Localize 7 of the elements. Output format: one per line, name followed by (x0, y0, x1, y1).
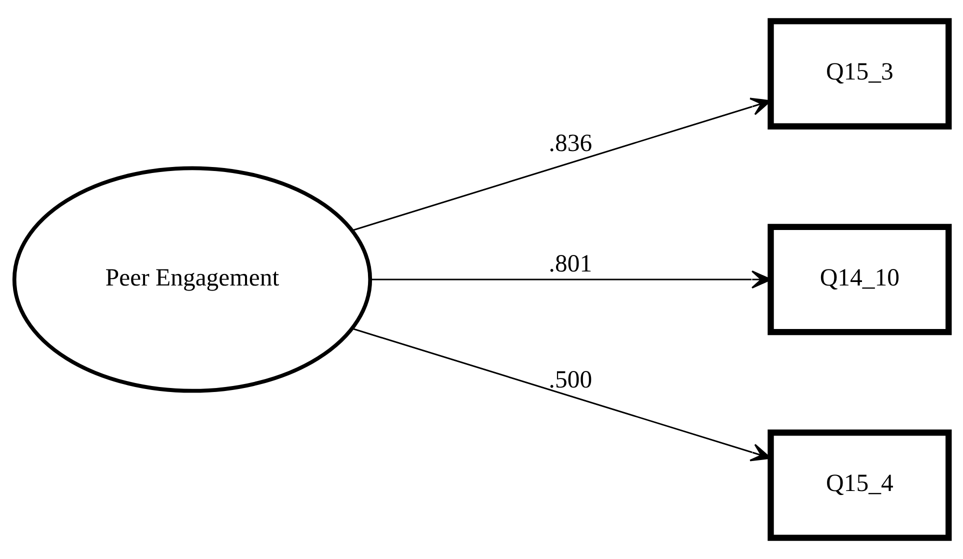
edge-label: .801 (548, 250, 592, 278)
node-box: Q14_10 (768, 224, 952, 336)
edge-label: .500 (548, 366, 592, 394)
node-box: Q15_3 (768, 18, 952, 130)
node-ellipse: Peer Engagement (12, 166, 372, 393)
node-box: Q15_4 (768, 430, 952, 541)
edge-label: .836 (548, 130, 592, 157)
